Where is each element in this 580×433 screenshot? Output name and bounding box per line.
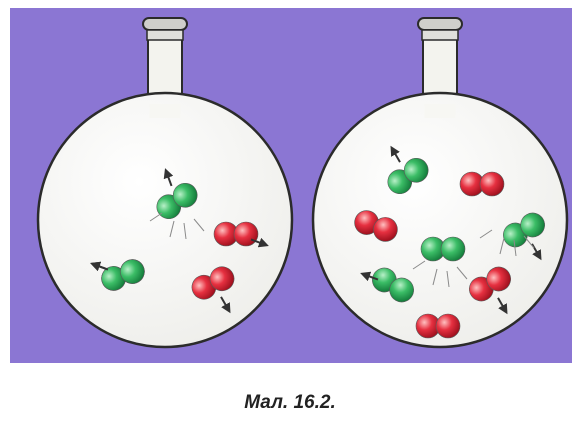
atom <box>436 314 460 338</box>
stopper-icon <box>143 18 187 30</box>
stopper-icon <box>418 18 462 30</box>
flask-body <box>38 93 292 347</box>
figure-caption: Мал. 16.2. <box>0 392 580 414</box>
flask-neck-join <box>425 104 456 118</box>
atom <box>234 222 258 246</box>
atom <box>480 172 504 196</box>
flask-neck-join <box>150 104 181 118</box>
illustration <box>10 8 572 363</box>
stopper-base <box>147 30 183 40</box>
atom <box>441 237 465 261</box>
stopper-base <box>422 30 458 40</box>
